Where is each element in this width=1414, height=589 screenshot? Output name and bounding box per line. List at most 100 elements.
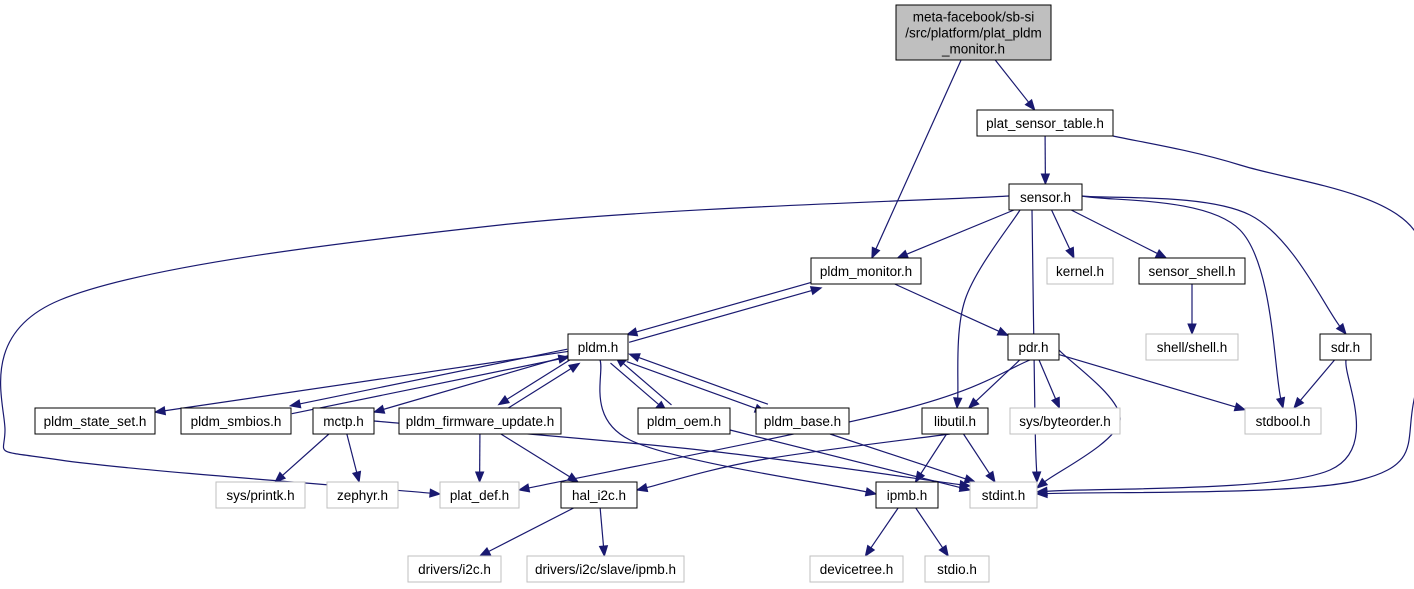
node-box	[875, 481, 939, 509]
node-pldm-oem[interactable]: pldm_oem.h	[637, 407, 731, 435]
edge-line	[919, 433, 948, 475]
arrowhead-icon	[478, 546, 492, 557]
arrowhead-icon	[274, 471, 287, 483]
node-label: pdr.h	[1018, 340, 1048, 355]
edge-pdr-to-byteorder	[1038, 359, 1060, 410]
node-label: pldm_state_set.h	[44, 414, 147, 429]
arrowhead-icon	[153, 405, 167, 416]
node-label: stdio.h	[937, 562, 977, 577]
node-printk: sys/printk.h	[215, 481, 306, 509]
node-stdint: stdint.h	[969, 481, 1038, 509]
edge-line	[1031, 209, 1038, 474]
node-label: plat_def.h	[450, 488, 509, 503]
edge-line	[635, 279, 820, 333]
node-root[interactable]: meta-facebook/sb-si/src/platform/plat_pl…	[895, 4, 1052, 61]
arrowhead-icon	[1050, 396, 1060, 410]
node-pldm-state-set[interactable]: pldm_state_set.h	[34, 407, 156, 435]
arrowhead-icon	[1031, 471, 1042, 484]
node-sensor[interactable]: sensor.h	[1008, 183, 1083, 211]
arrowhead-icon	[914, 470, 926, 484]
edge-line	[869, 507, 899, 549]
node-box	[1008, 183, 1083, 211]
edge-line	[1045, 135, 1414, 495]
node-box	[34, 407, 156, 435]
node-box	[895, 4, 1052, 61]
edge-line	[1299, 359, 1335, 402]
node-pldm-base[interactable]: pldm_base.h	[755, 407, 850, 435]
node-box	[637, 407, 731, 435]
node-label: /src/platform/plat_pldm	[905, 26, 1042, 41]
arrowhead-icon	[628, 353, 641, 363]
node-hal-i2c[interactable]: hal_i2c.h	[560, 481, 638, 509]
node-label: plat_sensor_table.h	[986, 116, 1104, 131]
arrowhead-icon	[1065, 246, 1075, 260]
edge-line	[500, 433, 571, 478]
node-sdr[interactable]: sdr.h	[1319, 333, 1372, 361]
node-box	[398, 407, 562, 435]
node-box	[1244, 407, 1322, 435]
node-label: mctp.h	[323, 414, 364, 429]
node-pldm-monitor[interactable]: pldm_monitor.h	[810, 257, 922, 285]
edge-line	[626, 361, 757, 410]
node-label: ipmb.h	[887, 488, 928, 503]
node-label: zephyr.h	[337, 488, 388, 503]
node-byteorder: sys/byteorder.h	[1009, 407, 1121, 435]
node-pdr[interactable]: pdr.h	[1007, 333, 1060, 361]
edge-line	[645, 433, 951, 489]
edge-line	[1070, 209, 1159, 255]
node-label: drivers/i2c/slave/ipmb.h	[535, 562, 676, 577]
node-mctp[interactable]: mctp.h	[312, 407, 375, 435]
node-pldm-firmware-update[interactable]: pldm_firmware_update.h	[398, 407, 562, 435]
node-box	[810, 257, 922, 285]
edge-line	[963, 433, 991, 475]
arrowhead-icon	[1233, 402, 1247, 412]
node-label: sensor.h	[1020, 190, 1071, 205]
node-label: sys/printk.h	[226, 488, 294, 503]
node-box	[1007, 333, 1060, 361]
node-drivers-i2c: drivers/i2c.h	[407, 555, 502, 583]
edge-line	[0, 195, 1010, 494]
edge-line	[729, 429, 962, 489]
edge-sensor_shell-to-shell	[1187, 284, 1197, 336]
node-zephyr: zephyr.h	[326, 481, 399, 509]
arrowhead-icon	[967, 397, 980, 409]
arrowhead-icon	[288, 399, 302, 409]
edge-line	[1038, 359, 1057, 400]
node-box	[407, 555, 502, 583]
node-label: sdr.h	[1331, 340, 1360, 355]
node-ipmb[interactable]: ipmb.h	[875, 481, 939, 509]
arrowhead-icon	[1275, 396, 1286, 410]
edge-line	[1045, 359, 1357, 492]
edge-pldm-to-pldm_state_set	[153, 350, 569, 416]
edge-pldm-to-pldm_base	[626, 361, 767, 413]
edge-pdr-to-libutil	[967, 359, 1021, 409]
edge-pldm-to-ipmb	[599, 359, 878, 497]
edge-sensor-to-stdint	[1031, 209, 1042, 484]
node-box	[755, 407, 850, 435]
arrowhead-icon	[557, 354, 571, 364]
node-box	[809, 555, 904, 583]
arrowhead-icon	[566, 472, 580, 483]
node-pldm[interactable]: pldm.h	[567, 333, 629, 361]
node-label: pldm_oem.h	[647, 414, 721, 429]
node-box	[326, 481, 399, 509]
node-box	[215, 481, 306, 509]
node-sensor-shell[interactable]: sensor_shell.h	[1138, 257, 1246, 285]
edge-line	[298, 348, 568, 405]
node-pldm-smbios[interactable]: pldm_smbios.h	[180, 407, 292, 435]
node-libutil[interactable]: libutil.h	[921, 407, 989, 435]
node-box	[976, 109, 1114, 137]
edge-root-to-plat_sensor_table	[994, 59, 1036, 112]
node-plat-sensor-table[interactable]: plat_sensor_table.h	[976, 109, 1114, 137]
edge-sdr-to-stdbool	[1293, 359, 1335, 410]
node-label: kernel.h	[1056, 264, 1104, 279]
arrowhead-icon	[372, 404, 386, 414]
edge-line	[505, 356, 576, 401]
edge-line	[915, 507, 944, 549]
edge-pldm-to-pldm_smbios	[288, 348, 568, 409]
node-box	[180, 407, 292, 435]
edge-line	[622, 362, 672, 406]
edge-pldm-to-pldm_oem	[610, 362, 668, 412]
edge-libutil-to-stdint	[963, 433, 996, 484]
edge-line	[527, 359, 1031, 489]
